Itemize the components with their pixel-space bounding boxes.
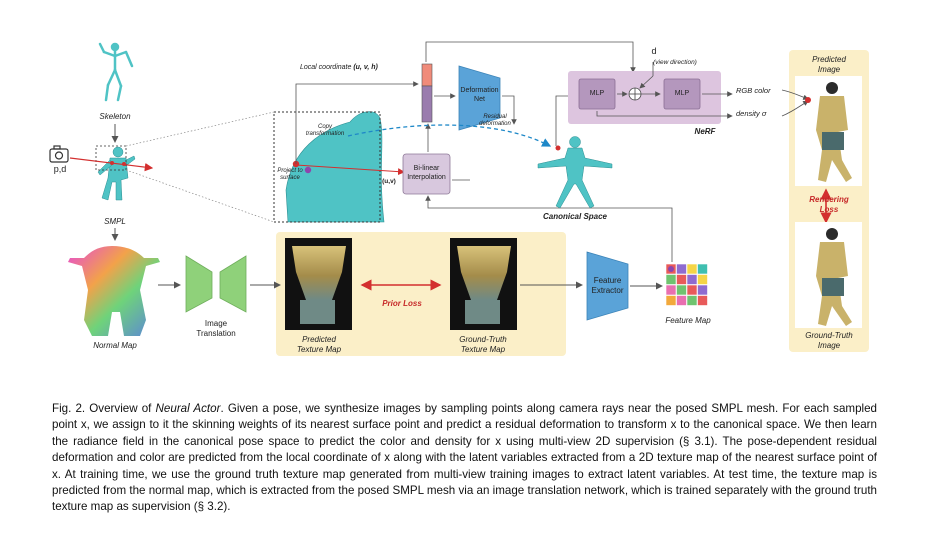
feature-extractor-label-1: Feature bbox=[593, 276, 622, 285]
rendering-loss-label-1: Rendering bbox=[809, 195, 849, 204]
nerf-label: NeRF bbox=[694, 127, 716, 136]
smpl-focus-box bbox=[95, 145, 127, 171]
deformation-net-label-2: Net bbox=[474, 96, 485, 103]
bilinear-label-2: Interpolation bbox=[407, 174, 446, 181]
feature-map-cell bbox=[686, 295, 698, 306]
feature-map-cell bbox=[697, 295, 708, 306]
uv-label: (u,v) bbox=[382, 178, 396, 185]
prior-loss-label: Prior Loss bbox=[382, 299, 422, 308]
canonical-space-label: Canonical Space bbox=[542, 212, 608, 221]
feature-map-cell bbox=[686, 263, 698, 275]
caption-text-1: Overview of bbox=[85, 402, 156, 415]
caption-name: Neural Actor bbox=[155, 402, 221, 415]
smpl-body bbox=[97, 146, 136, 201]
caption-fig-num: Fig. 2. bbox=[52, 402, 86, 415]
image-translation-label-1: Image bbox=[204, 319, 228, 328]
feature-map-sample-point bbox=[668, 266, 674, 272]
predicted-texture-label-1: Predicted bbox=[302, 335, 336, 344]
mlp1-label: MLP bbox=[589, 90, 605, 97]
density-label: density σ bbox=[736, 109, 767, 118]
predicted-image-label-2: Image bbox=[817, 65, 841, 74]
feature-map-cell bbox=[665, 284, 677, 296]
mlp2-label: MLP bbox=[674, 90, 690, 97]
gt-image-label-2: Image bbox=[817, 341, 841, 350]
copy-transformation-label-1: Copy bbox=[317, 124, 332, 130]
camera-icon bbox=[49, 145, 69, 163]
feature-map-cell bbox=[686, 284, 698, 296]
predicted-image-label-1: Predicted bbox=[812, 55, 846, 64]
gt-texture-label-1: Ground-Truth bbox=[459, 335, 507, 344]
local-coordinate-vars: (u, v, h) bbox=[353, 64, 378, 71]
predicted-texture-label-2: Texture Map bbox=[296, 345, 342, 354]
view-dir-symbol: d bbox=[651, 46, 657, 56]
view-dir-label: (view direction) bbox=[653, 59, 697, 66]
skeleton-label: Skeleton bbox=[99, 112, 131, 121]
feature-map-cell bbox=[697, 274, 708, 285]
image-translation-label-2: Translation bbox=[196, 329, 236, 338]
rgb-label: RGB color bbox=[736, 86, 771, 95]
mlp2-box bbox=[663, 78, 701, 110]
bilinear-interpolation-box bbox=[402, 153, 451, 195]
feature-map-cell bbox=[676, 274, 687, 285]
copy-transformation-label-2: transformation bbox=[305, 131, 345, 137]
feature-map-cell bbox=[665, 274, 677, 285]
feature-map-cell bbox=[697, 263, 708, 275]
project-to-surface-label-2: surface bbox=[280, 175, 300, 181]
concat-symbol bbox=[628, 87, 642, 101]
canonical-body bbox=[537, 136, 613, 209]
feature-map-cell bbox=[686, 274, 698, 285]
image-translation-network bbox=[185, 255, 247, 313]
feature-extractor-label-2: Extractor bbox=[591, 286, 624, 295]
caption-text-2: . Given a pose, we synthesize images by … bbox=[52, 402, 877, 514]
predicted-image bbox=[795, 76, 862, 186]
feature-map-cell bbox=[665, 295, 677, 306]
feature-map-label: Feature Map bbox=[665, 316, 711, 325]
normal-map-label: Normal Map bbox=[93, 341, 137, 350]
gt-texture-map bbox=[450, 238, 517, 330]
feature-map-cell bbox=[676, 284, 687, 296]
predicted-texture-map bbox=[285, 238, 352, 330]
gt-image-label-1: Ground-Truth bbox=[805, 331, 853, 340]
project-ray bbox=[295, 164, 405, 176]
camera-label: p,d bbox=[53, 164, 67, 174]
rendering-loss-label-2: Loss bbox=[819, 205, 839, 214]
project-to-surface-label-1: Project to bbox=[277, 168, 303, 174]
smpl-label: SMPL bbox=[104, 217, 126, 226]
feature-map-cell bbox=[676, 263, 687, 275]
latent-feature-vector bbox=[421, 63, 433, 123]
local-coordinate-text: Local coordinate bbox=[300, 64, 352, 71]
feature-map-grid bbox=[665, 263, 708, 306]
bilinear-label-1: Bi-linear bbox=[413, 165, 440, 172]
gt-image bbox=[795, 222, 862, 328]
normal-map-image bbox=[68, 246, 160, 336]
local-coordinate-label: Local coordinate (u, v, h) bbox=[300, 63, 378, 73]
mlp1-box bbox=[578, 78, 616, 110]
residual-deformation-label-2: deformation bbox=[479, 121, 511, 127]
feature-map-cell bbox=[697, 284, 708, 296]
feature-extractor bbox=[586, 251, 629, 321]
figure-caption: Fig. 2. Overview of Neural Actor. Given … bbox=[52, 401, 877, 516]
feature-map-cell bbox=[676, 295, 687, 306]
zoom-in-panel bbox=[273, 111, 385, 223]
skeleton-figure bbox=[98, 42, 134, 102]
residual-deformation-label-1: Residual bbox=[483, 114, 507, 120]
deformation-net-label-1: Deformation bbox=[460, 87, 499, 94]
deformation-net bbox=[458, 65, 501, 131]
gt-texture-label-2: Texture Map bbox=[460, 345, 506, 354]
